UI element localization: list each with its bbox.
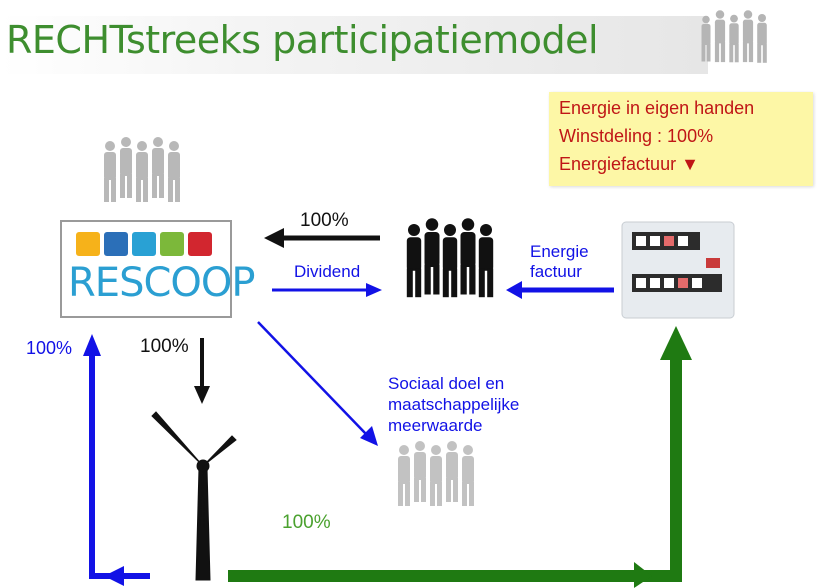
people-group-icon xyxy=(104,137,180,202)
info-box: Energie in eigen handen Winstdeling : 10… xyxy=(549,92,813,186)
flow-arrows xyxy=(83,228,692,588)
water-tile-icon xyxy=(104,232,128,256)
label-energy-2: factuur xyxy=(530,262,582,281)
page-title: RECHTstreeks participatiemodel xyxy=(6,18,599,62)
sun-tile-icon xyxy=(76,232,100,256)
label-dividend: Dividend xyxy=(294,262,361,281)
info-line-energy-bill: Energiefactuur ▼ xyxy=(559,154,699,174)
wind-turbine-icon xyxy=(151,411,237,581)
leaf-tile-icon xyxy=(160,232,184,256)
energy-meter-icon xyxy=(621,221,735,319)
label-energy-1: Energie xyxy=(530,242,589,261)
title-band xyxy=(0,16,708,74)
rescoop-wordmark: RESCOOP xyxy=(68,260,255,306)
label-social-2: maatschappelijke xyxy=(388,395,520,414)
label-social-1: Sociaal doel en xyxy=(388,374,505,393)
label-100-to-rescoop: 100% xyxy=(300,210,349,231)
power-tile-icon xyxy=(188,232,212,256)
info-line-ownership: Energie in eigen handen xyxy=(559,98,755,118)
info-line-profit-share: Winstdeling : 100% xyxy=(559,126,714,146)
label-bottom-100: 100% xyxy=(282,512,331,533)
people-group-icon xyxy=(398,441,474,506)
people-group-icon xyxy=(406,218,494,298)
rescoop-logo-icon: RESCOOP xyxy=(60,220,255,318)
label-social-3: meerwaarde xyxy=(388,416,483,435)
people-group-icon xyxy=(701,10,767,63)
label-down-100: 100% xyxy=(140,336,189,357)
wind-tile-icon xyxy=(132,232,156,256)
label-left-100: 100% xyxy=(26,338,73,358)
